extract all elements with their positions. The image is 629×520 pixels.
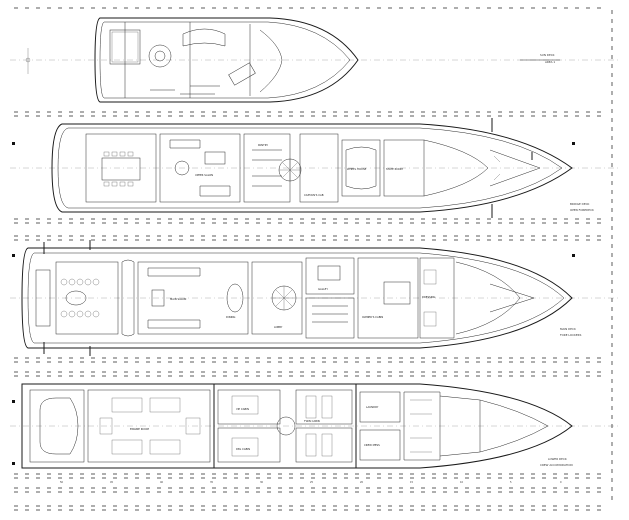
room-galley: GALLEY — [318, 287, 328, 291]
station-label: 30 — [260, 481, 264, 484]
station-label: 20 — [360, 481, 364, 484]
swim-platform — [35, 269, 51, 327]
station-label: 25 — [310, 481, 314, 484]
dining-table — [226, 283, 244, 313]
room-pantry: PANTRY — [258, 143, 268, 147]
station-label: 45 — [110, 481, 114, 484]
round-table — [148, 44, 172, 68]
station-label: 5 — [510, 481, 512, 484]
engine-room — [87, 389, 211, 463]
lobby — [251, 261, 303, 335]
tender — [39, 397, 79, 455]
lower-deck-note-2: CREW ACCOMODATION — [540, 463, 573, 467]
station-label: 15 — [410, 481, 414, 484]
room-upper-salon: UPPER SALON — [195, 173, 213, 177]
room-twin: TWIN CABIN — [304, 419, 320, 423]
station-label: 10 — [460, 481, 464, 484]
dining-table — [101, 157, 141, 181]
room-wheelhouse: WHEEL HOUSE — [347, 167, 367, 171]
lounger — [228, 62, 256, 86]
hull-outline — [94, 17, 359, 103]
sun-deck-plan: SUN DECK AREA 1 — [10, 17, 620, 103]
vip-cabin — [217, 389, 281, 425]
room-owners-cabin: OWNER'S CABIN — [362, 315, 383, 319]
dressing — [419, 257, 455, 339]
upper-salon — [159, 133, 241, 203]
station-label: 50 — [60, 481, 64, 484]
wheelhouse — [341, 139, 381, 197]
room-main-salon: MAIN SALON — [170, 297, 186, 301]
bridge-deck-note-2: OPEN FOREDECK — [570, 208, 594, 212]
hull-outline — [21, 247, 573, 349]
sun-deck-note-1: SUN DECK — [540, 53, 555, 57]
room-captain: CAPTAIN'S CAB — [304, 193, 324, 197]
room-dbl: DBL CABIN — [236, 447, 250, 451]
main-salon — [137, 261, 249, 335]
room-dining: DINING — [226, 315, 235, 319]
main-deck-plan: MAIN SALON DINING GALLEY LOBBY OWNER'S C… — [10, 240, 620, 356]
lower-deck-note-1: LOWER DECK — [548, 457, 567, 461]
frame-station-ticks — [14, 7, 613, 511]
hull-outline — [51, 123, 573, 213]
aft-cockpit — [55, 261, 119, 335]
jacuzzi — [109, 29, 141, 65]
sun-deck-note-2: AREA 1 — [545, 60, 555, 64]
room-engine: ENGINE ROOM — [130, 427, 149, 431]
lower-deck-plan: ENGINE ROOM VIP CABIN DBL CABIN TWIN CAB… — [10, 383, 620, 469]
room-vip: VIP CABIN — [236, 407, 249, 411]
room-dressing: DRESSING — [422, 295, 435, 299]
station-labels: 50 45 40 35 30 25 20 15 10 5 0 — [60, 481, 562, 484]
room-laundry: LAUNDRY — [366, 405, 379, 409]
laundry — [359, 391, 401, 423]
galley — [305, 257, 355, 295]
bridge-deck-note-1: BRIDGE DECK — [570, 202, 590, 206]
crew-mess — [359, 429, 401, 461]
sun-pad — [182, 28, 226, 47]
room-crew-mess: CREW MESS — [364, 443, 380, 447]
room-stateroom: STATE ROOM — [386, 167, 403, 171]
station-label: 35 — [210, 481, 214, 484]
dbl-cabin — [217, 427, 281, 463]
tender-garage — [29, 389, 85, 463]
aft-deck — [85, 133, 157, 203]
hull-outline — [21, 383, 573, 469]
owners-cabin — [357, 257, 419, 339]
main-deck-note-1: MAIN DECK — [560, 327, 576, 331]
main-deck-note-2: FORE LOCKERS — [560, 333, 582, 337]
station-label: 40 — [160, 481, 164, 484]
station-label: 0 — [560, 481, 562, 484]
bridge-deck-plan: UPPER SALON PANTRY CAPTAIN'S CAB WHEEL H… — [10, 118, 620, 218]
room-lobby: LOBBY — [274, 325, 283, 329]
